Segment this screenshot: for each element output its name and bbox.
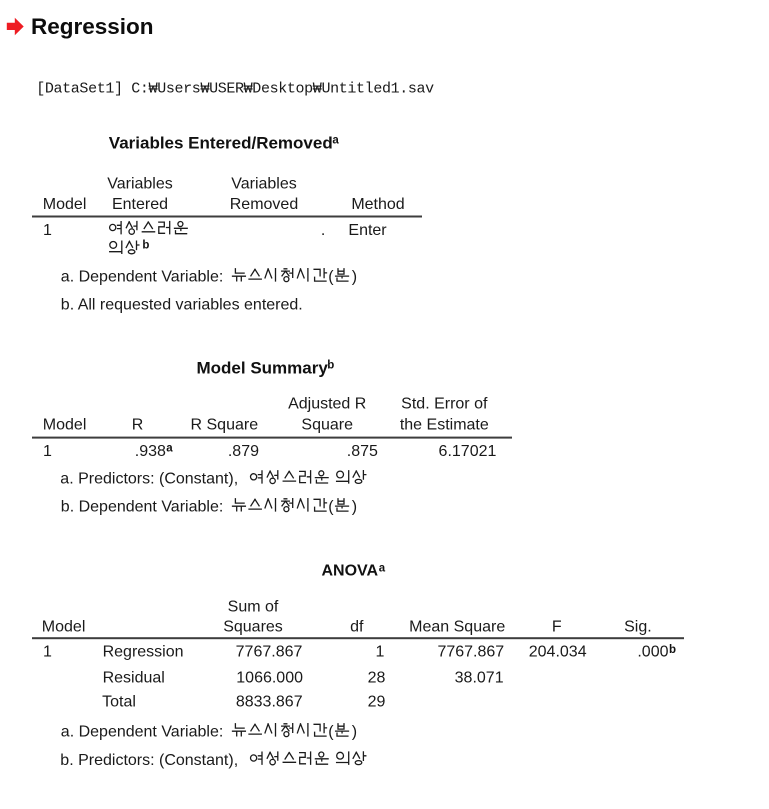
svg-text:1: 1	[43, 222, 52, 239]
svg-text:29: 29	[368, 694, 386, 711]
svg-text:ANOVA: ANOVA	[322, 562, 379, 579]
svg-text:b. Predictors: (Constant),: b. Predictors: (Constant),	[60, 752, 238, 769]
svg-text:[DataSet1] C:₩Users₩USER₩Deskt: [DataSet1] C:₩Users₩USER₩Desktop₩Untitle…	[36, 80, 434, 97]
svg-text:8833.867: 8833.867	[236, 694, 303, 711]
svg-text:b: b	[142, 240, 149, 252]
svg-text:Regression: Regression	[31, 14, 154, 39]
svg-text:Std. Error of: Std. Error of	[401, 395, 488, 412]
svg-text:Variables: Variables	[107, 176, 173, 193]
svg-text:the Estimate: the Estimate	[400, 416, 489, 433]
svg-text:): )	[352, 269, 357, 286]
svg-text:Square: Square	[301, 416, 353, 433]
svg-text:.875: .875	[347, 443, 378, 460]
svg-text:Model: Model	[43, 416, 87, 433]
svg-text:Entered: Entered	[112, 196, 168, 213]
svg-text:df: df	[350, 619, 364, 636]
svg-text:Removed: Removed	[230, 196, 298, 213]
svg-text:1: 1	[43, 443, 52, 460]
svg-text:): )	[352, 499, 357, 516]
svg-text:Enter: Enter	[348, 222, 387, 239]
svg-text:a: a	[166, 443, 173, 455]
svg-text:Total: Total	[102, 694, 136, 711]
svg-text:Model: Model	[42, 619, 86, 636]
svg-text:Variables: Variables	[231, 176, 297, 193]
svg-text:.938: .938	[135, 443, 166, 460]
svg-text:.879: .879	[228, 443, 259, 460]
svg-text:Squares: Squares	[223, 619, 283, 636]
svg-text:R: R	[132, 416, 144, 433]
svg-text:): )	[352, 724, 357, 741]
svg-text:7767.867: 7767.867	[236, 643, 303, 660]
svg-text:b: b	[327, 360, 334, 372]
svg-text:Sum of: Sum of	[228, 599, 279, 616]
svg-text:Method: Method	[351, 196, 404, 213]
svg-text:Regression: Regression	[103, 643, 184, 660]
svg-text:7767.867: 7767.867	[437, 643, 504, 660]
svg-text:(: (	[328, 499, 334, 516]
svg-text:R Square: R Square	[191, 416, 259, 433]
svg-text:b: b	[669, 644, 676, 656]
svg-text:Sig.: Sig.	[624, 619, 652, 636]
svg-text:F: F	[552, 619, 562, 636]
svg-text:a: a	[332, 135, 339, 147]
svg-text:a: a	[379, 562, 386, 574]
svg-text:1: 1	[43, 643, 52, 660]
svg-text:.000: .000	[637, 643, 668, 660]
svg-text:(: (	[328, 269, 334, 286]
svg-text:Residual: Residual	[103, 669, 165, 686]
svg-text:Mean Square: Mean Square	[409, 619, 505, 636]
svg-text:a. Dependent Variable:: a. Dependent Variable:	[61, 269, 223, 286]
svg-text:(: (	[328, 724, 334, 741]
svg-text:6.17021: 6.17021	[439, 443, 497, 460]
svg-text:a. Dependent Variable:: a. Dependent Variable:	[61, 724, 223, 741]
svg-text:Model: Model	[43, 196, 87, 213]
svg-text:1066.000: 1066.000	[236, 669, 303, 686]
svg-text:28: 28	[368, 669, 386, 686]
svg-text:204.034: 204.034	[529, 643, 587, 660]
svg-text:Adjusted R: Adjusted R	[288, 395, 366, 412]
svg-text:.: .	[321, 222, 325, 239]
svg-text:b. All requested variables ent: b. All requested variables entered.	[61, 297, 303, 314]
svg-text:a. Predictors: (Constant),: a. Predictors: (Constant),	[60, 471, 238, 488]
svg-text:Variables Entered/Removed: Variables Entered/Removed	[109, 134, 333, 153]
svg-text:Model Summary: Model Summary	[197, 359, 329, 378]
svg-text:38.071: 38.071	[455, 669, 504, 686]
svg-text:1: 1	[375, 643, 384, 660]
svg-text:b. Dependent Variable:: b. Dependent Variable:	[61, 499, 223, 516]
